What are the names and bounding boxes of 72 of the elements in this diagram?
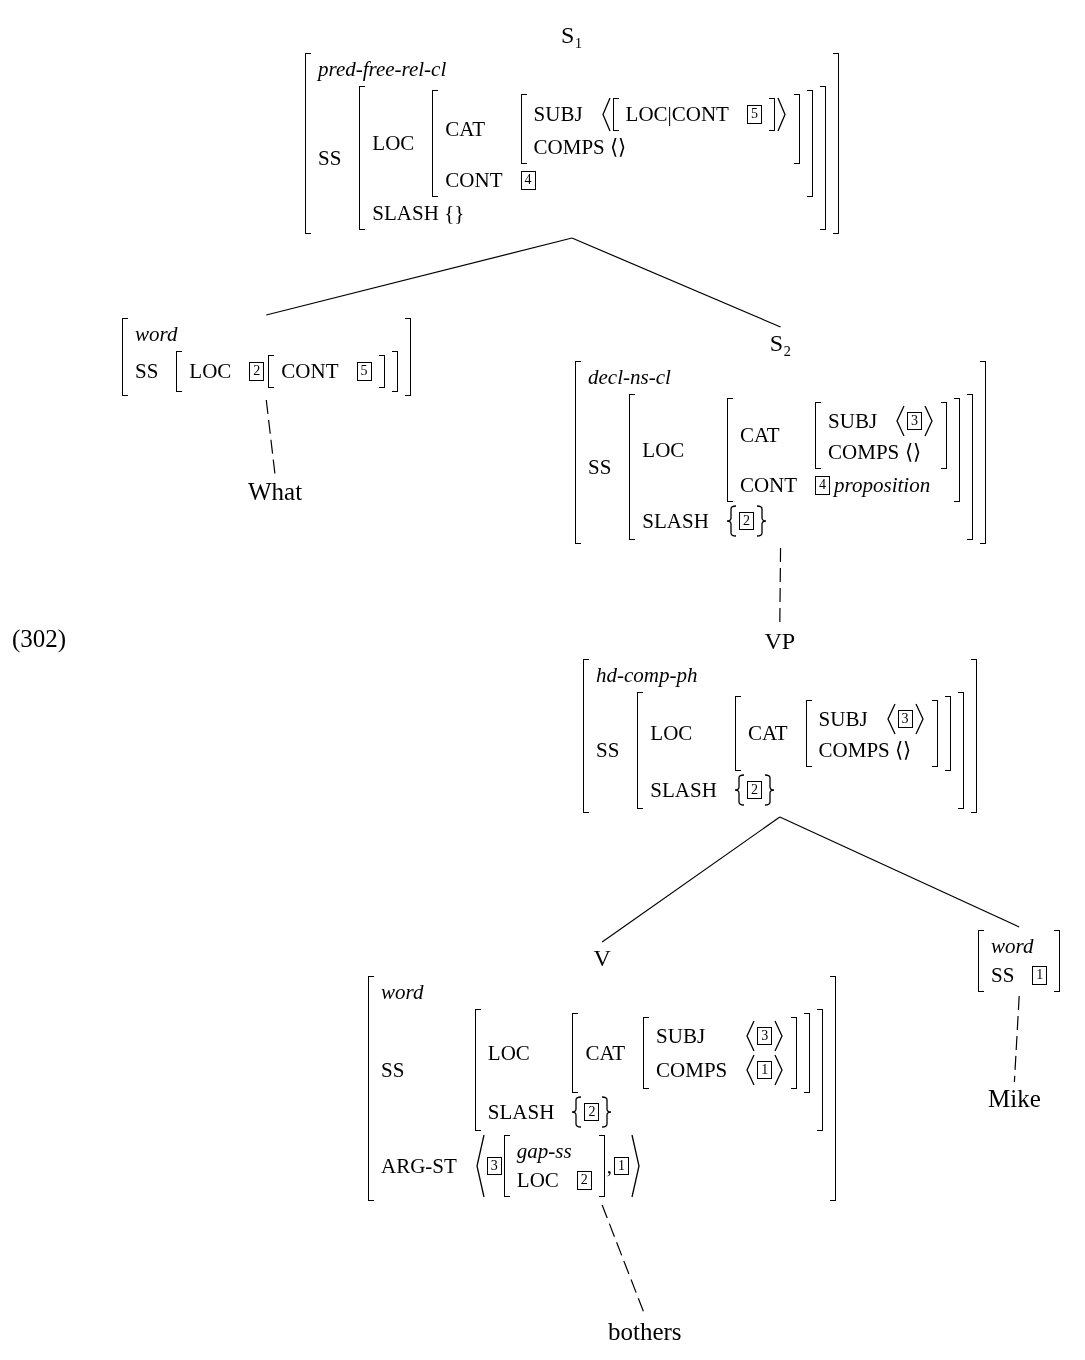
feature-name: LOC (516, 1168, 559, 1192)
feature-name: SLASH (642, 508, 709, 533)
feature-name: ARG-ST (381, 1153, 457, 1178)
feature-name: SLASH {} (372, 201, 465, 225)
feature-name: CONT (739, 473, 798, 497)
type-label: word (381, 980, 424, 1004)
feature-name: COMPS ⟨⟩ (533, 135, 626, 159)
type-label: hd-comp-ph (596, 663, 698, 687)
branch-line (779, 816, 1020, 928)
boxed-tag: 1 (1032, 966, 1048, 985)
type-label: decl-ns-cl (588, 365, 671, 389)
feature-name: CONT (281, 359, 339, 383)
feature-name: SUBJ (533, 102, 583, 126)
boxed-tag: 2 (738, 511, 754, 531)
category-label: S₂ (769, 330, 792, 356)
feature-name: SS (588, 454, 612, 479)
type-label: gap-ss (516, 1139, 572, 1163)
feature-name: SLASH (487, 1099, 555, 1124)
type-label: pred-free-rel-cl (318, 57, 447, 81)
branch-line (571, 237, 782, 328)
category-label: V (593, 945, 611, 971)
feature-name: SUBJ (818, 706, 868, 731)
example-number: (302) (12, 625, 67, 653)
feature-name: SS (596, 738, 620, 762)
boxed-tag: 3 (897, 709, 913, 729)
feature-name: SS (381, 1057, 405, 1082)
feature-name: COMPS ⟨⟩ (828, 440, 921, 464)
feature-name: CAT (739, 423, 780, 447)
branch-line (601, 816, 781, 943)
boxed-tag: 5 (356, 362, 372, 381)
feature-name: CAT (747, 721, 788, 745)
feature-name: SUBJ (828, 408, 878, 433)
feature-name: LOC|CONT (625, 102, 729, 126)
feature-name: LOC (372, 131, 415, 155)
type-label: word (135, 322, 178, 346)
feature-name: CAT (585, 1040, 626, 1065)
word-text: Mike (988, 1085, 1041, 1113)
value-text: , (606, 1153, 613, 1179)
dashed-branch-line (265, 399, 276, 476)
boxed-tag: 3 (907, 411, 923, 431)
category-label: S₁ (561, 22, 583, 48)
boxed-tag: 4 (520, 171, 536, 190)
feature-name: COMPS (656, 1057, 728, 1082)
feature-name: CONT (445, 168, 503, 192)
branch-line (265, 237, 573, 316)
feature-name: CAT (445, 116, 486, 141)
boxed-tag: 3 (486, 1156, 502, 1176)
feature-name: SUBJ (656, 1023, 706, 1048)
feature-name: LOC (487, 1040, 530, 1065)
dashed-branch-line (1013, 995, 1020, 1083)
feature-name: COMPS ⟨⟩ (818, 738, 912, 762)
feature-name: LOC (642, 437, 685, 462)
feature-name: SS (991, 963, 1015, 987)
feature-name: LOC (650, 721, 693, 745)
boxed-tag: 1 (757, 1060, 773, 1080)
boxed-tag: 2 (746, 780, 762, 800)
feature-name: SS (318, 145, 342, 170)
feature-name: SS (135, 359, 159, 383)
category-label: VP (764, 628, 796, 654)
boxed-tag: 5 (746, 105, 762, 124)
boxed-tag: 4 (815, 476, 831, 495)
boxed-tag: 2 (249, 362, 265, 381)
word-text: bothers (608, 1318, 682, 1346)
boxed-tag: 2 (576, 1171, 592, 1190)
boxed-tag: 3 (757, 1026, 773, 1046)
feature-name: LOC (189, 359, 232, 383)
feature-name: SLASH (650, 777, 717, 802)
boxed-tag: 2 (584, 1102, 600, 1122)
word-text: What (248, 478, 303, 506)
type-label: proposition (834, 473, 931, 498)
boxed-tag: 1 (614, 1156, 630, 1176)
type-label: word (991, 934, 1034, 958)
